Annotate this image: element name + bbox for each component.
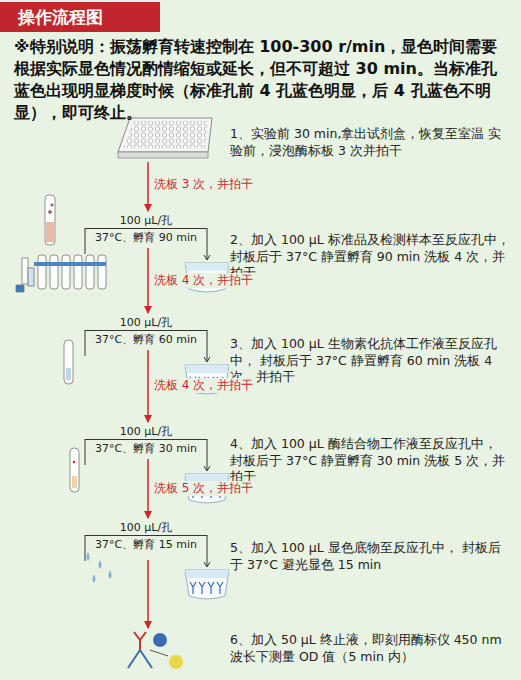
step-text: 6、加入 50 μL 终止液，即刻用酶标仪 450 nm 波长下测量 OD 值（… <box>230 632 512 665</box>
incubation-bracket: 100 μL/孔37°C、孵育 30 min <box>85 425 207 456</box>
flow-arrow <box>147 248 149 313</box>
well-liquid <box>185 263 229 271</box>
test-tubes <box>16 195 106 292</box>
incubation-text: 37°C、孵育 30 min <box>85 439 207 456</box>
antibody-symbol <box>199 582 205 594</box>
step-text: 5、加入 100 μL 显色底物至反应孔中， 封板后于 37°C 避光显色 15… <box>230 540 512 573</box>
detection-icon <box>128 632 183 669</box>
bracket-line <box>207 330 208 361</box>
volume-text: 100 μL/孔 <box>85 316 207 330</box>
bracket-arrow <box>204 255 210 260</box>
reaction-well <box>185 570 229 599</box>
volume-text: 100 μL/孔 <box>85 425 207 439</box>
volume-text: 100 μL/孔 <box>85 214 207 228</box>
step-text: 4、加入 100 μL 酶结合物工作液至反应孔中， 封板后于 37°C 静置孵育… <box>230 436 512 486</box>
flow-arrow <box>147 350 149 422</box>
microplate <box>118 118 212 158</box>
bracket-line <box>207 535 208 566</box>
wash-label: 洗板 4 次，并拍干 <box>153 273 254 288</box>
antibody-symbol <box>208 582 214 594</box>
title: 操作流程图 <box>18 6 103 28</box>
incubation-bracket: 100 μL/孔37°C、孵育 15 min <box>85 521 207 552</box>
antibody-symbol <box>217 582 223 594</box>
bracket-line <box>207 439 208 470</box>
step-text: 2、加入 100 μL 标准品及检测样本至反应孔中， 封板后于 37°C 静置孵… <box>230 232 512 282</box>
volume-text: 100 μL/孔 <box>85 521 207 535</box>
step-text: 1、实验前 30 min,拿出试剂盒，恢复至室温 实验前，浸泡酶标板 3 次并拍… <box>230 126 512 159</box>
bracket-arrow <box>204 357 210 362</box>
antibody-symbol <box>190 582 196 594</box>
incubation-text: 37°C、孵育 90 min <box>85 228 207 245</box>
well-liquid <box>185 365 229 373</box>
flow-arrow <box>147 459 149 518</box>
wash-label: 洗板 5 次，并拍干 <box>153 481 254 496</box>
bracket-arrow <box>204 466 210 471</box>
bracket-line <box>207 228 208 259</box>
well-liquid <box>185 570 229 578</box>
incubation-bracket: 100 μL/孔37°C、孵育 90 min <box>85 214 207 245</box>
flow-arrow <box>147 162 149 211</box>
special-note: ※特别说明：振荡孵育转速控制在 100-300 r/min，显色时间需要根据实际… <box>14 36 510 124</box>
title-bar: 操作流程图 <box>0 2 160 32</box>
wash-label: 洗板 4 次，并拍干 <box>153 378 254 393</box>
incubation-text: 37°C、孵育 15 min <box>85 535 207 552</box>
flow-arrow <box>147 560 149 628</box>
reagent-tube <box>64 340 79 492</box>
wash-label: 洗板 3 次，并拍干 <box>153 177 254 192</box>
substrate-drops <box>87 552 112 583</box>
bracket-arrow <box>204 562 210 567</box>
incubation-bracket: 100 μL/孔37°C、孵育 60 min <box>85 316 207 347</box>
incubation-text: 37°C、孵育 60 min <box>85 330 207 347</box>
step-text: 3、加入 100 μL 生物素化抗体工作液至反应孔中， 封板后于 37°C 静置… <box>230 336 512 386</box>
